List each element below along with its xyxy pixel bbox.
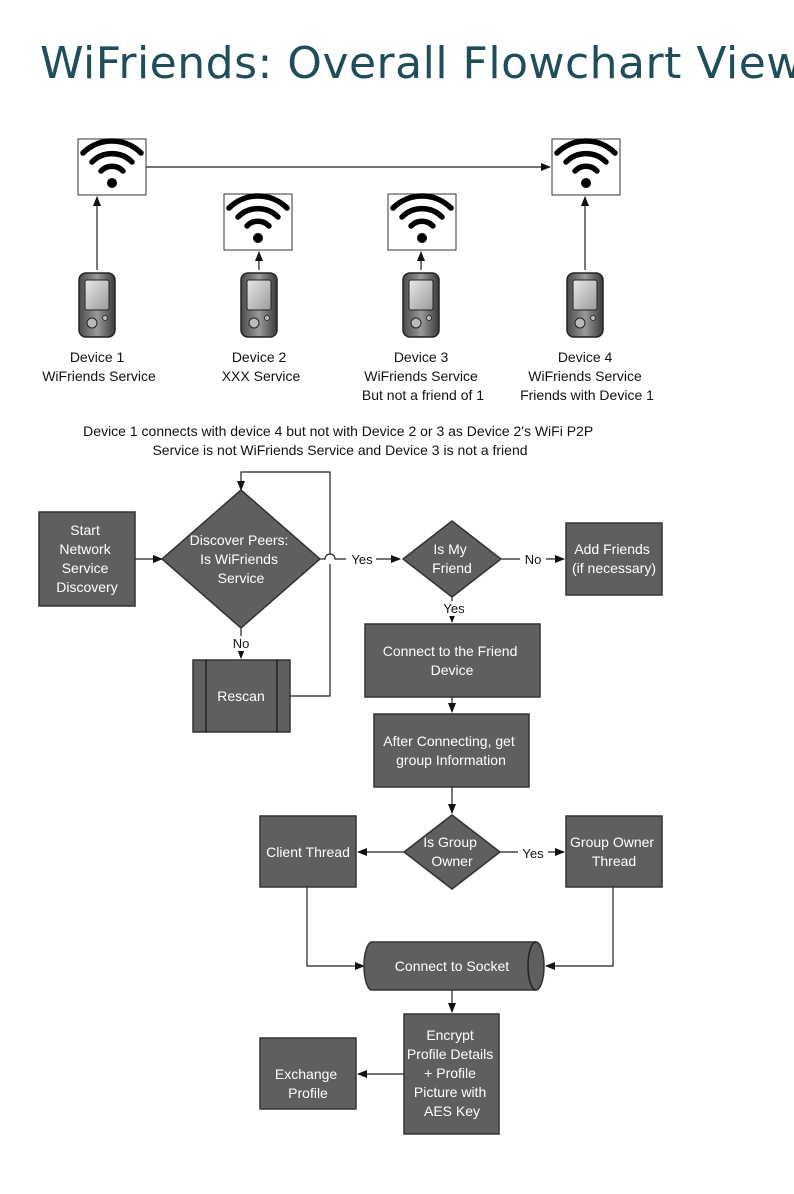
node-group-owner-thread: Group Owner Thread	[565, 815, 663, 888]
label-no-2: No	[525, 552, 542, 567]
label-yes-3: Yes	[522, 846, 544, 861]
arrow-client-socket	[306, 887, 365, 970]
svg-text:Is Group Owner: Is Group Owner	[423, 834, 481, 869]
arrow-ownerthread-socket	[545, 887, 614, 970]
node-connect-friend-device: Connect to the Friend Device	[364, 623, 541, 698]
device-4-label: Device 4 WiFriends Service Friends with …	[520, 349, 654, 403]
svg-text:Connect to the Friend De: Connect to the Friend Device	[383, 643, 522, 678]
label-no-1: No	[233, 636, 250, 651]
node-rescan: Rescan	[192, 659, 291, 733]
node-exchange-profile: Exchange Profile	[259, 1037, 357, 1110]
phone-icon	[240, 272, 278, 338]
phone-icon	[402, 272, 440, 338]
device-1-label: Device 1 WiFriends Service	[42, 349, 156, 384]
node-encrypt-profile: Encrypt Profile Details + Profile Pictur…	[403, 1013, 500, 1135]
svg-text:Is My Friend: Is My Friend	[432, 541, 472, 576]
node-discover-peers: Discover Peers: Is WiFriends Service	[160, 489, 322, 629]
arrow-rescan-loop	[241, 471, 331, 697]
wifi-box-1	[77, 139, 147, 196]
label-yes-1: Yes	[351, 552, 373, 567]
node-connect-to-socket: Connect to Socket	[363, 941, 545, 991]
device-2-label: Device 2 XXX Service	[222, 349, 301, 384]
svg-text:Group Owner Thread: Group Owner Thread	[570, 834, 658, 869]
svg-text:Start Network Serv: Start Network Service Discovery	[56, 522, 117, 595]
node-group-information: After Connecting, get group Information	[373, 713, 530, 788]
node-is-group-owner: Is Group Owner	[402, 814, 502, 890]
svg-text:After Connecting, get gr: After Connecting, get group Information	[383, 733, 518, 768]
label-yes-2: Yes	[443, 601, 465, 616]
wifi-box-4	[551, 139, 621, 196]
device-3-label: Device 3 WiFriends Service But not a fri…	[362, 349, 484, 403]
phone-icon	[78, 272, 116, 338]
wifi-box-3	[387, 194, 457, 251]
page-title: WiFriends: Overall Flowchart View	[40, 38, 794, 89]
node-start-discovery: Start Network Service Discovery	[38, 511, 136, 607]
svg-text:Exchange Profile: Exchange Profile	[275, 1066, 341, 1101]
wifi-box-2	[223, 194, 293, 251]
phone-icon	[566, 272, 604, 338]
node-is-my-friend: Is My Friend	[401, 520, 503, 598]
node-add-friends: Add Friends (if necessary)	[565, 522, 663, 596]
svg-text:Client Thread: Client Thread	[266, 844, 350, 860]
node-client-thread: Client Thread	[259, 815, 357, 888]
svg-text:Encrypt Profile Details: Encrypt Profile Details + Profile Pictur…	[407, 1027, 497, 1119]
arrow-discover-friend	[320, 553, 401, 563]
svg-text:Connect to Socket: Connect to Socket	[395, 958, 510, 974]
svg-text:Discover Peers: Is WiFri: Discover Peers: Is WiFriends Service	[190, 532, 293, 586]
svg-text:Rescan: Rescan	[217, 688, 264, 704]
svg-text:Add Friends (if necessar: Add Friends (if necessary)	[572, 541, 656, 576]
caption: Device 1 connects with device 4 but not …	[83, 423, 597, 458]
